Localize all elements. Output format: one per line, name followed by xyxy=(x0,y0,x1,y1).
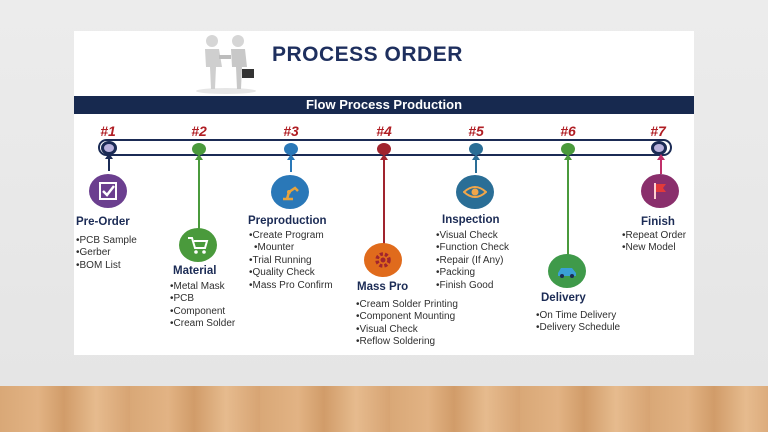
arrow-7 xyxy=(657,154,665,160)
list-item: Mass Pro Confirm xyxy=(249,280,333,292)
timeline-end-dot xyxy=(651,141,667,155)
connector-7 xyxy=(660,157,662,174)
list-item: Create Program xyxy=(249,230,333,242)
arrow-1 xyxy=(105,153,113,159)
timeline-dot-4 xyxy=(377,143,391,155)
list-item: Cream Solder xyxy=(170,318,236,330)
list-item: On Time Delivery xyxy=(536,310,620,322)
list-delivery: On Time Delivery Delivery Schedule xyxy=(536,310,621,335)
list-item: New Model xyxy=(622,242,686,254)
list-pre-order: PCB Sample Gerber BOM List xyxy=(76,235,137,272)
step-label-material: Material xyxy=(173,265,217,277)
list-item: Cream Solder Printing xyxy=(356,299,458,311)
list-item: Component xyxy=(170,306,235,318)
gear-icon xyxy=(364,243,402,277)
connector-2 xyxy=(198,157,200,230)
flow-banner: Flow Process Production xyxy=(74,96,694,114)
step-number-6: #6 xyxy=(560,123,576,139)
eye-icon xyxy=(456,175,494,209)
step-number-4: #4 xyxy=(376,123,392,139)
list-item: Component Mounting xyxy=(356,311,458,323)
step-label-preproduction: Preproduction xyxy=(248,215,327,227)
step-number-7: #7 xyxy=(650,123,666,139)
arrow-3 xyxy=(287,154,295,160)
arrow-2 xyxy=(195,154,203,160)
step-number-2: #2 xyxy=(191,123,207,139)
step-number-5: #5 xyxy=(468,123,484,139)
arrow-6 xyxy=(564,154,572,160)
handshake-people-icon xyxy=(196,35,256,94)
timeline-dot-6 xyxy=(561,143,575,155)
list-preproduction: Create Program Mounter Trial Running Qua… xyxy=(249,230,333,292)
list-item: Visual Check xyxy=(436,230,509,242)
page-title: PROCESS ORDER xyxy=(272,43,463,66)
step-label-inspection: Inspection xyxy=(442,214,500,226)
timeline-dot-2 xyxy=(192,143,206,155)
wooden-floor xyxy=(0,386,768,432)
cart-icon xyxy=(179,228,217,262)
connector-6 xyxy=(567,157,569,255)
list-item: BOM List xyxy=(76,260,137,272)
step-label-delivery: Delivery xyxy=(541,292,586,304)
step-number-3: #3 xyxy=(283,123,299,139)
list-item: Finish Good xyxy=(436,280,509,292)
list-item: PCB Sample xyxy=(76,235,137,247)
robot-arm-icon xyxy=(271,175,309,209)
connector-4 xyxy=(383,157,385,245)
list-finish: Repeat Order New Model xyxy=(622,230,687,255)
list-item: PCB xyxy=(170,293,235,305)
list-material: Metal Mask PCB Component Cream Solder xyxy=(170,281,236,331)
list-item: Visual Check xyxy=(356,324,458,336)
list-item: Delivery Schedule xyxy=(536,322,621,334)
list-item: Reflow Soldering xyxy=(356,336,458,348)
flag-icon xyxy=(641,174,679,208)
list-item: Metal Mask xyxy=(170,281,235,293)
arrow-4 xyxy=(380,154,388,160)
checkbox-icon xyxy=(89,174,127,208)
list-mass-pro: Cream Solder Printing Component Mounting… xyxy=(356,299,458,349)
connector-3 xyxy=(290,157,292,172)
list-item: Packing xyxy=(436,267,509,279)
slide: PROCESS ORDER Flow Process Production #1… xyxy=(74,31,694,355)
list-item: Gerber xyxy=(76,247,137,259)
arrow-5 xyxy=(472,154,480,160)
list-item: Trial Running xyxy=(249,255,333,267)
connector-5 xyxy=(475,157,477,173)
step-label-pre-order: Pre-Order xyxy=(76,216,130,228)
timeline-dot-5 xyxy=(469,143,483,155)
step-number-1: #1 xyxy=(100,123,116,139)
step-label-mass-pro: Mass Pro xyxy=(357,281,409,293)
list-item: Mounter xyxy=(249,242,333,254)
car-icon xyxy=(548,254,586,288)
list-item: Function Check xyxy=(436,242,509,254)
connector-1 xyxy=(108,157,110,171)
list-item: Quality Check xyxy=(249,267,333,279)
list-inspection: Visual Check Function Check Repair (If A… xyxy=(436,230,509,292)
step-label-finish: Finish xyxy=(641,216,675,228)
list-item: Repeat Order xyxy=(622,230,687,242)
timeline-dot-3 xyxy=(284,143,298,155)
list-item: Repair (If Any) xyxy=(436,255,509,267)
